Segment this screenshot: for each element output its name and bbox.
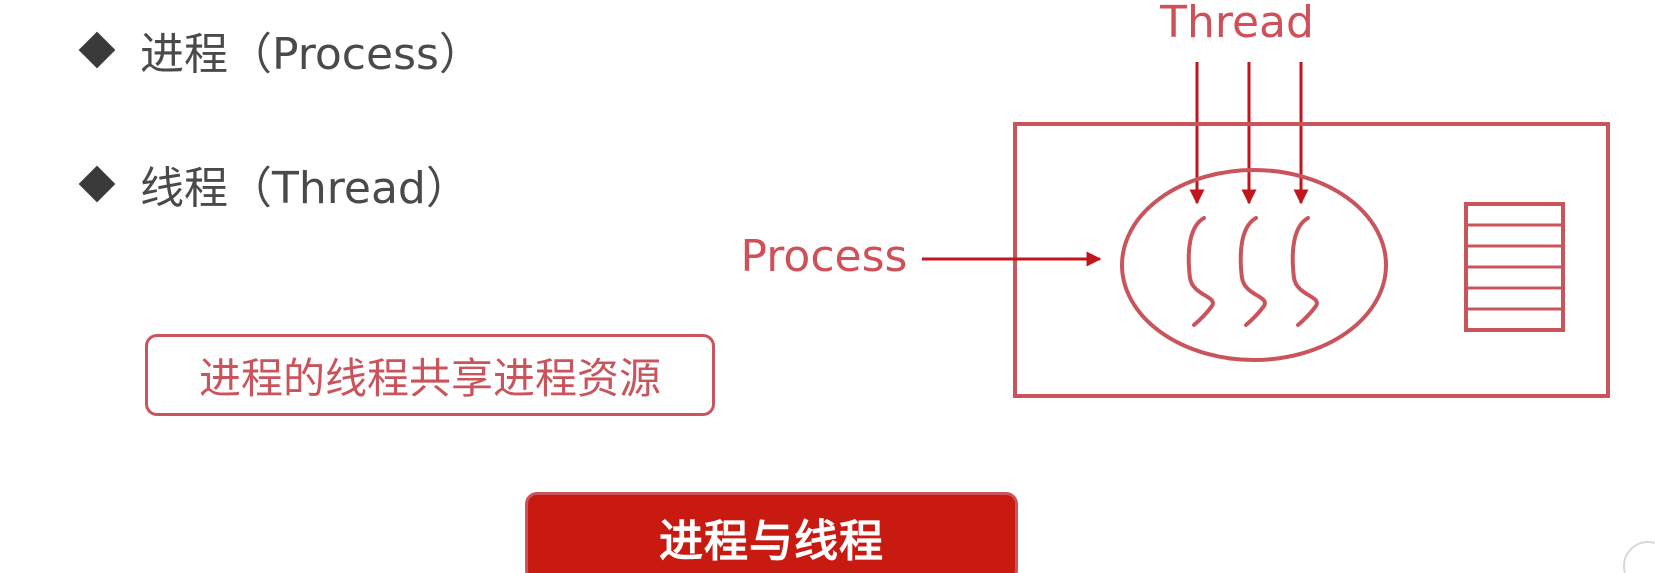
process-label: Process: [741, 231, 908, 282]
bullet-process-text: 进程（Process）: [140, 29, 483, 80]
shared-resources-note: 进程的线程共享进程资源: [145, 334, 715, 416]
process-container: [1013, 122, 1610, 398]
shared-resources-note-text: 进程的线程共享进程资源: [198, 353, 661, 403]
thread-squiggle-3: [1290, 216, 1319, 327]
resource-stack-icon: [1464, 202, 1565, 332]
thread-label: Thread: [1159, 0, 1314, 48]
section-title-button[interactable]: 进程与线程: [525, 492, 1018, 573]
bullet-process: 进程（Process）: [78, 18, 483, 82]
corner-circle-icon: [1623, 541, 1655, 573]
thread-squiggle-1: [1186, 216, 1215, 327]
thread-group-ellipse: [1120, 168, 1388, 362]
bullet-thread-text: 线程（Thread）: [140, 163, 470, 214]
section-title-text: 进程与线程: [659, 516, 884, 567]
thread-squiggle-2: [1238, 216, 1267, 327]
bullet-thread: 线程（Thread）: [78, 152, 470, 216]
